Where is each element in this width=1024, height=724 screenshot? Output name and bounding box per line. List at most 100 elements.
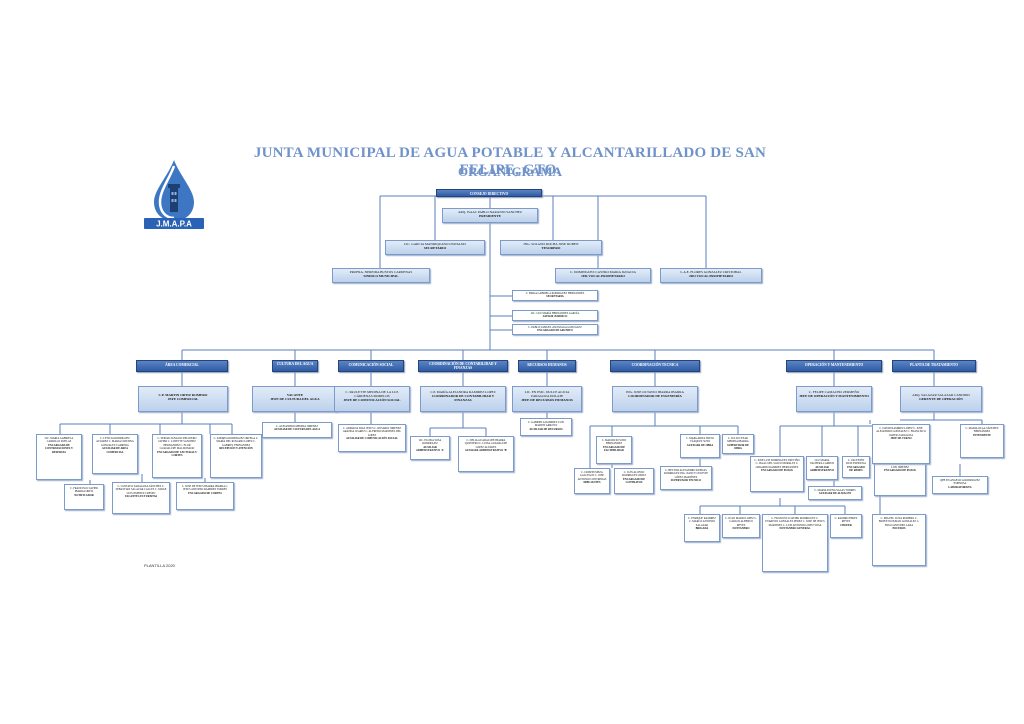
sub-role: ENCARGADA DE CONTRATACIONES Y RESERVAS: [45, 443, 73, 454]
sub-role: AUXILIAR ADMINISTRATIVO 'B': [464, 449, 508, 453]
staff-name: C. ERIKA GABRIELA RODRIGUEZ HERNANDEZ: [525, 292, 585, 295]
tesorero-name: ING. SOLANO ROCHA JOSE RUBEN: [523, 242, 579, 246]
logo-text: J.M.A.P.A: [156, 220, 192, 229]
area-header-planta: PLANTA DE TRATAMIENTO: [892, 360, 976, 372]
area-header-rh: RECURSOS HUMANOS: [518, 360, 576, 372]
sub-role: ENCARGADO DE CONTRATOS: [622, 477, 646, 485]
staff-archivo: C. PABLO SAMUEL ASUNZAGA GONZALEZ ENCARG…: [512, 324, 598, 335]
sub-role: ENCARGADO DE POZOS: [884, 469, 916, 473]
head-rh: LIC. EN PSIC. DULCE ALICIA ZARAGOZA DOLA…: [512, 386, 582, 412]
sub-role: INTENDENTE: [973, 433, 991, 437]
sub-role: AUXILIAR DE CULTURA DEL AGUA: [273, 428, 321, 432]
sub-name: C. FRANCISCO JAVIER IBARRA ORTIZ: [70, 487, 98, 494]
head-name: C. FELIPE CAMACHO ZERMEÑO: [808, 390, 860, 394]
secretario-role: SECRETARIO: [423, 246, 447, 250]
sub-planta-1: C. DAVID RAMIREZ LOPEZ C. JOSE ALEJANDRO…: [872, 424, 930, 464]
area-header-comunicacion: COMUNICACIÓN SOCIAL: [338, 360, 404, 372]
presidente-name: ARQ. ISAAC PABLO NARANJO SANCHEZ: [458, 210, 522, 214]
page-title: JUNTA MUNICIPAL DE AGUA POTABLE Y ALCANT…: [253, 145, 767, 178]
vocal2-role: 2DO VOCAL PROPIETARIO: [688, 274, 734, 278]
sub-name: C. DAVID RAMIREZ LOPEZ C. JOSE ALEJANDRO…: [876, 427, 926, 437]
sub-comercial-5: C. FRANCISCO JAVIER IBARRA ORTIZ NOTIFIC…: [64, 484, 104, 510]
sub-cultura-1: C. ALEJANDRO MEDINA JIMENEZ AUXILIAR DE …: [262, 422, 332, 438]
sub-tecnica-6: C. HECTOR ALEJANDRO RUEDAS RODRIGUEZ ING…: [660, 466, 712, 490]
sub-name: C. JULIO CESAR MEDINA IBARRA: [727, 437, 749, 444]
sub-role: ENCARGADO DE LECTURAS Y CORTES: [157, 450, 197, 458]
presidente-box: ARQ. ISAAC PABLO NARANJO SANCHEZ PRESIDE…: [442, 208, 538, 223]
sub-role: ENCARGADO DE CORTES: [188, 491, 222, 495]
sub-role: SUPERVISOR DE OBRA: [727, 443, 749, 451]
sindico-box: PROFRA. NEREIDA BUSTOS CARDENAS SINDICO …: [332, 268, 430, 283]
head-role: JEFE DE OPERACIÓN Y MANTENIMIENTO: [799, 394, 869, 398]
sub-role: AUXILIAR DE AREA COMERCIAL: [101, 447, 129, 454]
head-name: LIC. EN PSIC. DULCE ALICIA ZARAGOZA DOLA…: [524, 390, 570, 398]
sub-tecnica-2: C. CRISPIN MEZA GALLEGOS C. JOSE ANTONIO…: [574, 468, 610, 494]
head-role: JEFE DE RECURSOS HUMANOS: [521, 398, 573, 402]
head-tecnica: ING. JOSE OCTAVIO IBARRA IBARRA COORDINA…: [612, 386, 698, 412]
sub-operacion-4: C. MARIA ELENA SALAS TORRES AUXILIAR DE …: [808, 486, 862, 500]
sub-rh-1: C. GABRIELA RAMIREZ LUIS MARTIN ARROYO A…: [520, 418, 572, 436]
area-header-comercial: ÁREA COMERCIAL: [136, 360, 228, 372]
sub-comercial-6: C. GUSTAVO ZARAGOZA SÁNCHEZ C. SEBASTIAN…: [112, 482, 170, 514]
sub-name: C. LUIS ALONSO RODRIGUEZ ORTIZ: [622, 471, 646, 478]
jmapa-logo: J.M.A.P.A: [142, 158, 206, 230]
sub-name: C. CRISPIN MEZA GALLEGOS C. JOSE ANTONIO…: [577, 471, 607, 481]
sub-comunicacion-1: C. ADRIANA DIAZ JESUS C. ROSARIO JIMENEZ…: [338, 424, 406, 452]
staff-name: LIC. LUZ MARÍA HERNANDEZ GARCÍA: [530, 312, 580, 315]
sub-role: AUXILIAR DE OBRA: [686, 443, 714, 447]
sindico-role: SINDICO MUNICIPAL: [363, 274, 399, 278]
sub-name: C. GUSTAVO ZARAGOZA SÁNCHEZ C. SEBASTIAN…: [115, 485, 167, 495]
sub-role: AUXILIAR DE RECURSOS: [529, 427, 563, 431]
area-header-tecnica: COORDINACIÓN TECNICA: [610, 360, 700, 372]
sub-name: C. ADRIANA DIAZ JESUS C. ROSARIO JIMENEZ…: [342, 427, 402, 437]
sub-planta-2: C. MARIA OLGA SÁNCHEZ HERNÁNDEZ INTENDEN…: [960, 424, 1004, 458]
head-role: JEFE DE COMUNICACIÓN SOCIAL: [343, 398, 401, 402]
page-subtitle: ORGANIGRAMA: [458, 164, 562, 179]
head-name: C. PAULETTE MEDINA DE LA LUZ CÁRDENAS MO…: [345, 390, 399, 398]
staff-role: ASESOR JURIDICO: [542, 315, 568, 319]
water-drop-icon: J.M.A.P.A: [144, 160, 204, 229]
sub-role: VACANTE LECTURISTAS: [124, 495, 158, 499]
sub-name: C. JOSE LUIS DOMINGUEZ TREVIÑO C. ISAAC …: [754, 459, 800, 469]
sub-planta-3: QFB EN ANGELICA RODRIGUEZ ESPINOSA LABOR…: [932, 476, 988, 494]
sub-role: BRIGADA: [695, 527, 709, 531]
sub-name: QFB EN ANGELICA RODRIGUEZ ESPINOSA: [940, 479, 980, 486]
sub-operacion-7: C. FRANCISCO JAVIER RODRIGUEZ C. EVARIST…: [762, 514, 828, 572]
sub-role: ENCARGADO DE POZOS: [761, 469, 793, 473]
sub-name: C. MARIA ELENA SALAS TORRES: [814, 489, 856, 492]
sub-name: C. SERGIO IGNACIO RELOJERO JAVIER C. COS…: [157, 437, 197, 451]
sub-name: C. GABRIELA RAMIREZ LUIS MARTIN ARROYO: [528, 421, 564, 428]
sub-role: DIBUJANTES: [583, 481, 601, 485]
sub-operacion-3: C. VALENTÍN RUIZ ESPINOSA ENCARGADO DE R…: [842, 456, 870, 478]
vocal1-role: 1ER VOCAL PROPIETARIO: [581, 274, 625, 278]
sub-role: SUPERVISOR TECNICO: [670, 479, 702, 483]
sub-name: C. FRANCISCO JAVIER RODRIGUEZ C. EVARIST…: [765, 517, 825, 527]
sub-name: LIC. ELOISA SOSA RODRIGUEZ: [418, 439, 442, 446]
staff-secretaria: C. ERIKA GABRIELA RODRIGUEZ HERNANDEZ SE…: [512, 290, 598, 301]
sub-comercial-2: C. LETICIA RODRIGUEZ ALVAREZ C. MARIA CR…: [92, 434, 138, 474]
vocal1-box: C. DOMINGUEZ CASTRO MARIA IGNACIA 1ER VO…: [555, 268, 651, 283]
sub-name: C. LETICIA RODRIGUEZ ALVAREZ C. MARIA CR…: [96, 437, 134, 447]
sub-tecnica-4: C. JULIO CESAR MEDINA IBARRA SUPERVISOR …: [722, 434, 754, 454]
sub-name: C. MARIA OLGA SÁNCHEZ HERNÁNDEZ: [965, 427, 999, 434]
head-role: GERENTE DE OPERACIÓN: [919, 397, 963, 401]
consejo-directivo: CONSEJO DIRECTIVO: [436, 189, 542, 197]
sub-name: LUZ MARIA VACHERA CAMPOS: [809, 459, 835, 466]
secretario-name: LIC. GARCIA MANRIQUANO OSWALDO: [404, 242, 466, 246]
sub-role: ENCARGADO DE FACTIBILIDAD: [602, 445, 626, 453]
sub-name: C. ANDREA RODRIGUEZ ORTEGA C. MARÍA DEL …: [213, 437, 259, 447]
head-name: ING. JOSE OCTAVIO IBARRA IBARRA: [626, 390, 684, 394]
staff-role: SECRETARIA: [546, 295, 564, 299]
head-role: JEFE DE CULTURA DEL AGUA: [270, 397, 320, 401]
sub-name: C. ENRIQUE RAMIREZ C. MARCO ANTONIO SALA…: [688, 517, 716, 527]
area-header-cultura: CULTURA DEL AGUA: [272, 360, 318, 372]
sub-tecnica-3: C. MARGARITA TREJO VÁZQUEZ SOTO AUXILIAR…: [680, 434, 720, 458]
sub-tecnica-5: C. LUIS ALONSO RODRIGUEZ ORTIZ ENCARGADO…: [614, 468, 654, 494]
sub-comercial-4: C. ANDREA RODRIGUEZ ORTEGA C. MARÍA DEL …: [210, 434, 262, 478]
area-header-operacion: OPERACIÓN Y MANTENIMIENTO: [786, 360, 882, 372]
sub-role: POCEROS: [892, 527, 906, 531]
sub-operacion-2: LUZ MARIA VACHERA CAMPOS AUXILIAR ADMINI…: [806, 456, 838, 480]
vocal1-name: C. DOMINGUEZ CASTRO MARIA IGNACIA: [570, 270, 636, 274]
sub-name: C. MARGARITA TREJO VÁZQUEZ SOTO: [686, 437, 714, 444]
